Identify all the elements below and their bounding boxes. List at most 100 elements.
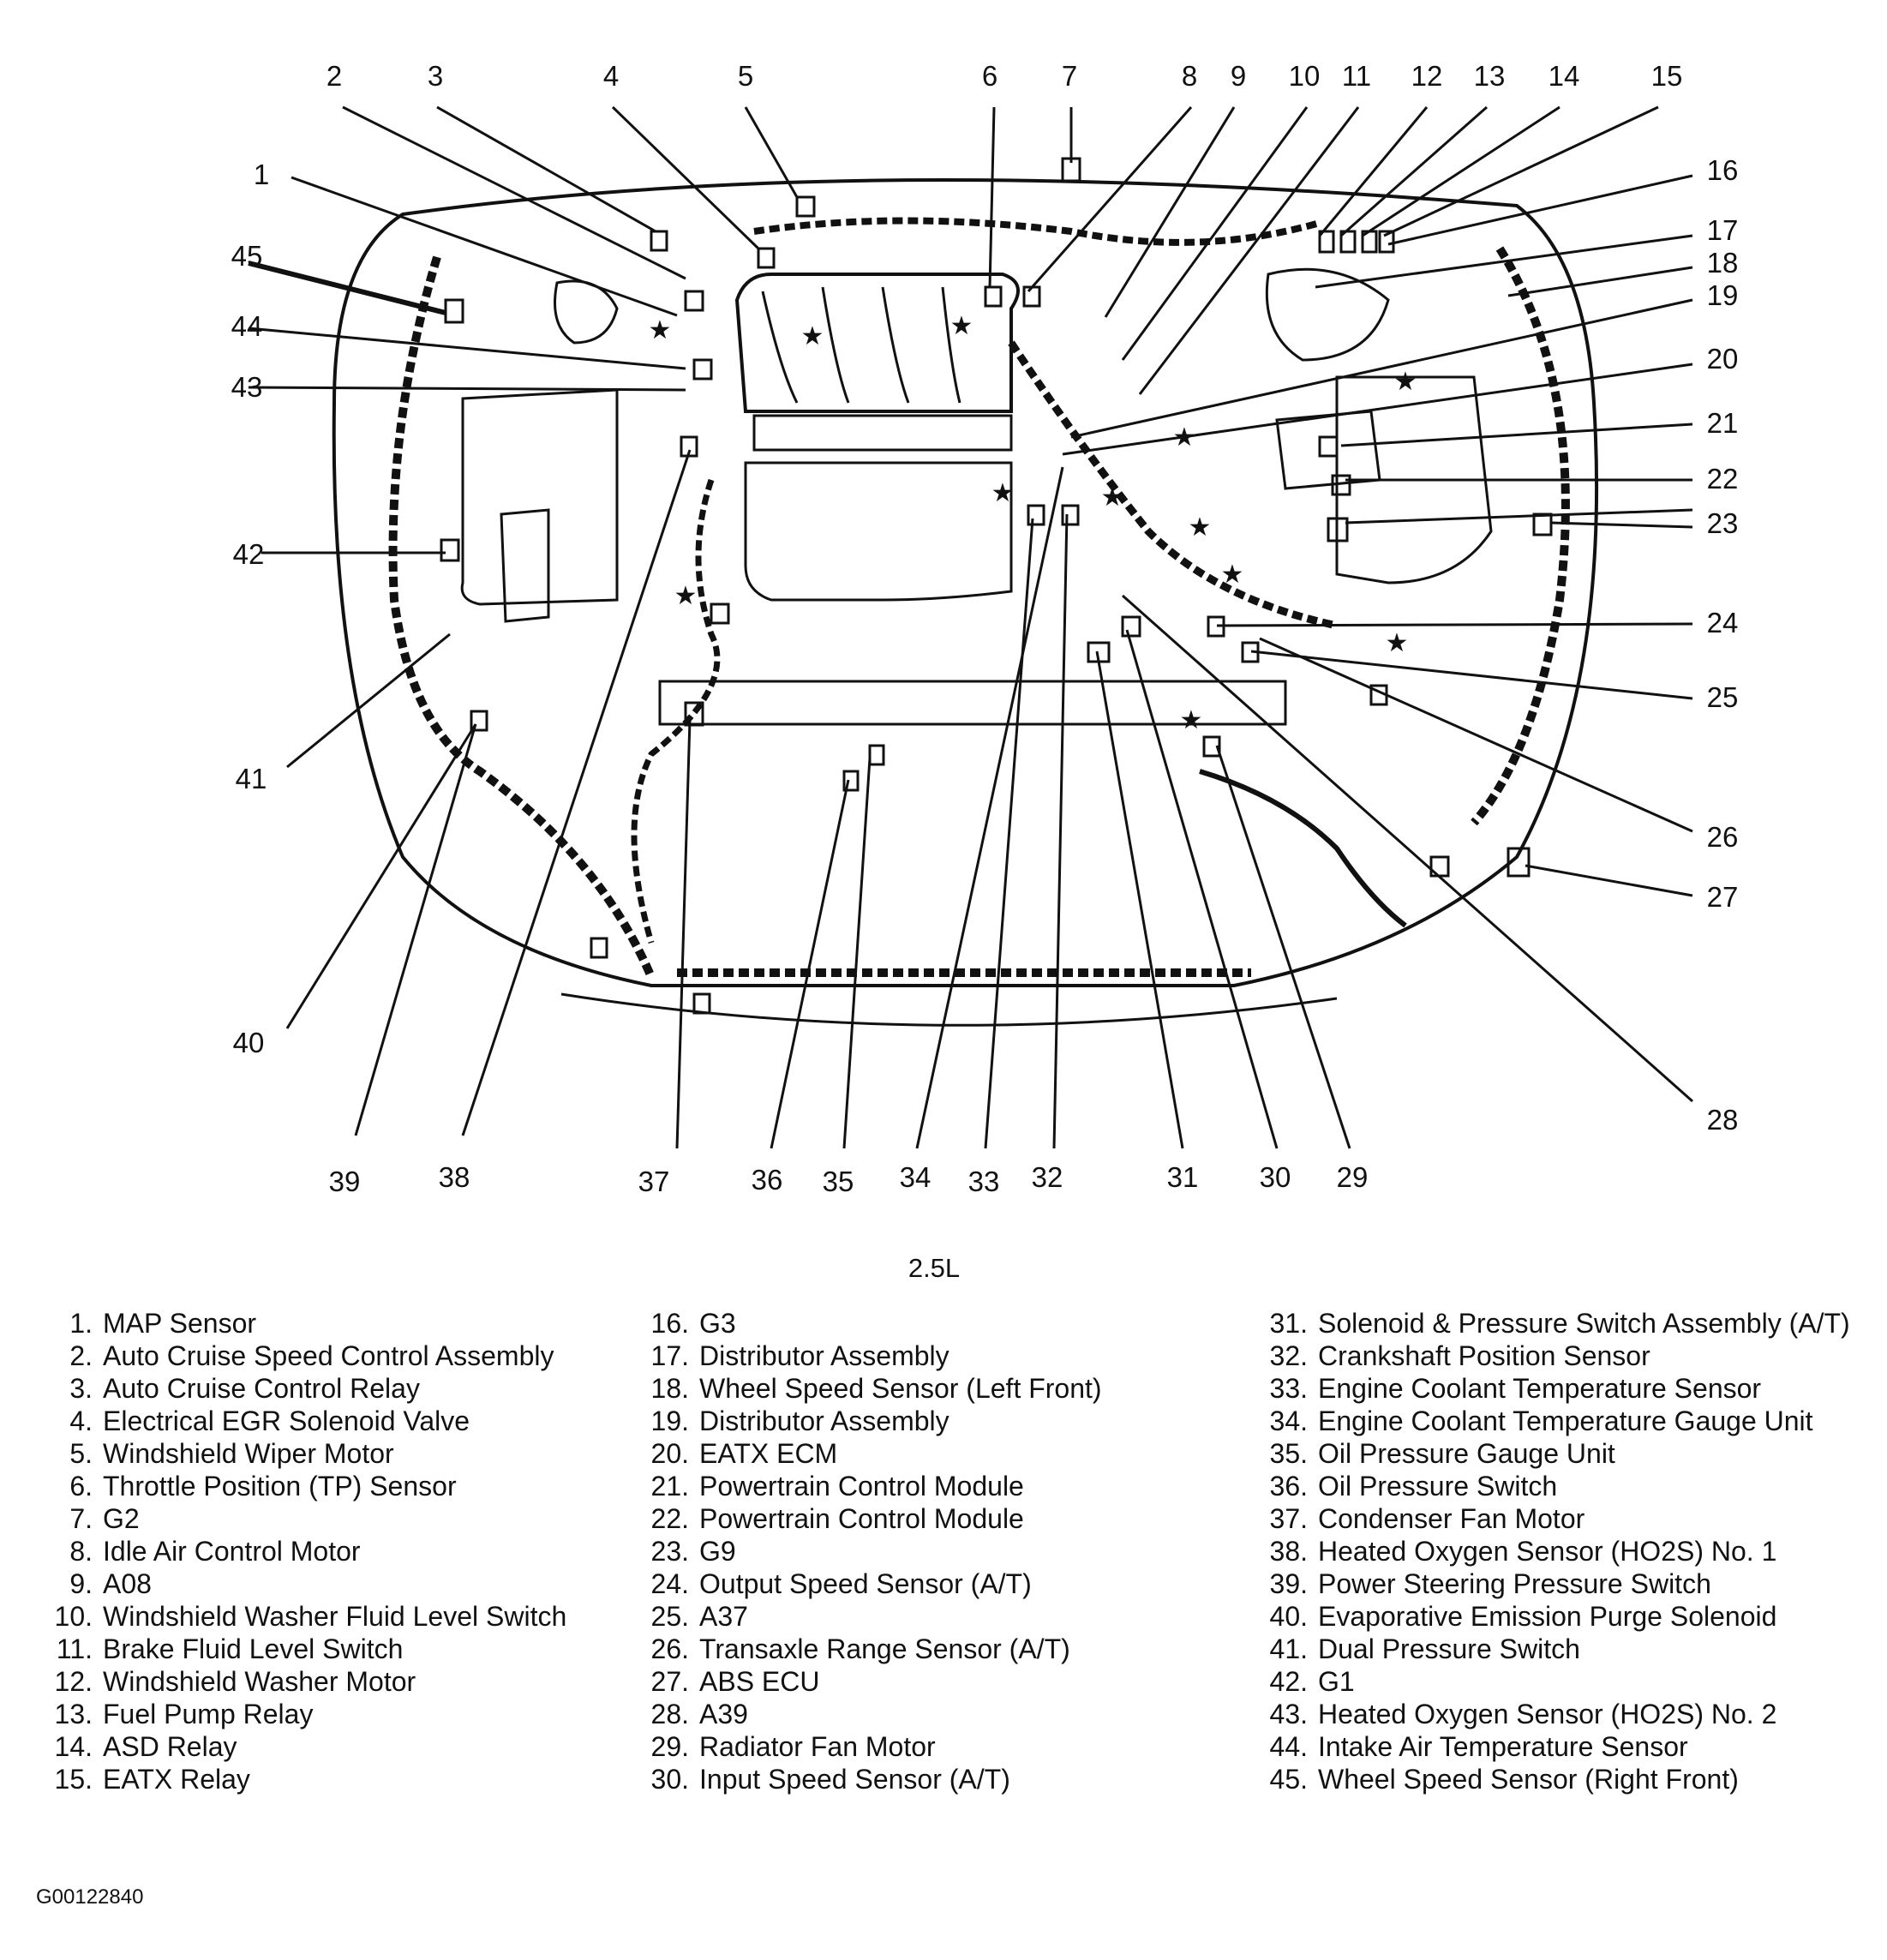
star-marker: ★ [649,316,672,345]
air-cleaner-box [460,388,619,606]
callout-9: 9 [1231,60,1246,92]
callout-3: 3 [428,60,443,92]
callout-18: 18 [1707,247,1739,279]
legend-item-number: 13. [54,1699,93,1729]
legend-item-label: Auto Cruise Control Relay [103,1373,420,1404]
legend-item-label: Electrical EGR Solenoid Valve [103,1406,470,1436]
star-marker: ★ [1180,706,1203,734]
callout-37: 37 [638,1166,670,1197]
star-marker: ★ [1394,368,1417,396]
legend-item-label: Heated Oxygen Sensor (HO2S) No. 1 [1318,1536,1777,1567]
callout-7: 7 [1062,60,1077,92]
legend-item-number: 8. [69,1536,93,1567]
legend-item-label: Auto Cruise Speed Control Assembly [103,1340,554,1371]
legend-item-number: 28. [650,1699,689,1729]
engine-label: 2.5L [908,1253,960,1283]
washer-reservoir [500,508,550,623]
callout-15: 15 [1651,60,1683,92]
callout-11: 11 [1342,60,1371,92]
callout-12: 12 [1411,60,1443,92]
callout-20: 20 [1707,343,1739,375]
legend-item-label: Intake Air Temperature Sensor [1318,1731,1688,1762]
callout-10: 10 [1289,60,1321,92]
legend-item-label: ABS ECU [699,1666,820,1697]
legend-item-label: Windshield Washer Fluid Level Switch [103,1601,567,1632]
callout-14: 14 [1549,60,1580,92]
legend-item-label: Engine Coolant Temperature Sensor [1318,1373,1762,1404]
legend-item-label: A39 [699,1699,748,1729]
legend-item-label: Windshield Wiper Motor [103,1438,394,1469]
legend-item-label: Input Speed Sensor (A/T) [699,1764,1010,1795]
star-marker: ★ [1189,513,1212,542]
connectors [440,157,1553,1015]
callout-33: 33 [968,1166,1000,1197]
legend-item-number: 3. [69,1373,93,1404]
legend-item-number: 39. [1269,1568,1308,1599]
plenum-rail [752,414,1013,452]
callout-32: 32 [1032,1161,1063,1193]
figure-id: G00122840 [36,1885,144,1909]
legend-item-number: 38. [1269,1536,1308,1567]
legend-item-label: G3 [699,1308,736,1339]
legend-item-label: Wheel Speed Sensor (Right Front) [1318,1764,1739,1795]
intake-manifold [734,273,1020,413]
callout-16: 16 [1707,154,1739,186]
legend-item-number: 29. [650,1731,689,1762]
legend-item-number: 15. [54,1764,93,1795]
legend-item-number: 10. [54,1601,93,1632]
legend-item-number: 45. [1269,1764,1308,1795]
legend-item-label: Dual Pressure Switch [1318,1633,1580,1664]
legend-item-label: Windshield Washer Motor [103,1666,416,1697]
legend-item-number: 12. [54,1666,93,1697]
harness-abs [1199,769,1407,928]
star-markers: ★★★★★★★★★★★★ [649,312,1417,734]
callout-40: 40 [233,1027,265,1058]
harness-top [753,217,1321,246]
legend-item-label: Heated Oxygen Sensor (HO2S) No. 2 [1318,1699,1777,1729]
callout-27: 27 [1707,881,1739,913]
legend-item-number: 20. [650,1438,689,1469]
legend-item-label: A08 [103,1568,152,1599]
callout-30: 30 [1260,1161,1291,1193]
legend-item-number: 26. [650,1633,689,1664]
legend-item-number: 42. [1269,1666,1308,1697]
legend-item-number: 18. [650,1373,689,1404]
legend-item-number: 22. [650,1503,689,1534]
callout-41: 41 [236,763,267,794]
legend-item-number: 11. [56,1633,93,1664]
legend-item-label: A37 [699,1601,748,1632]
legend-item-label: Crankshaft Position Sensor [1318,1340,1650,1371]
engine-bay-artwork: ★★★★★★★★★★★★ [332,157,1599,1027]
callout-29: 29 [1337,1161,1369,1193]
legend-item-label: Oil Pressure Switch [1318,1471,1558,1501]
callout-22: 22 [1707,463,1739,494]
harness-center [1008,340,1338,630]
callout-31: 31 [1167,1161,1199,1193]
callout-34: 34 [900,1161,932,1193]
engine-compartment-diagram: ★★★★★★★★★★★★ [231,60,1739,1283]
star-marker: ★ [801,322,824,351]
star-marker: ★ [991,479,1015,507]
callout-6: 6 [982,60,997,92]
legend-item-number: 35. [1269,1438,1308,1469]
callout-numbers: 1 2 3 4 5 6 7 8 9 10 11 12 13 14 15 16 1… [231,60,1739,1197]
legend-item-number: 41. [1269,1633,1308,1664]
front-bumper-line [560,992,1338,1027]
star-marker: ★ [1101,483,1124,512]
star-marker: ★ [1221,560,1244,589]
legend-item-label: Transaxle Range Sensor (A/T) [699,1633,1070,1664]
engine-block [744,461,1013,602]
star-marker: ★ [674,582,698,610]
legend-item-label: Powertrain Control Module [699,1503,1024,1534]
callout-2: 2 [326,60,342,92]
transaxle-housing [1335,375,1493,584]
leader-lines [248,105,1693,1149]
callout-24: 24 [1707,607,1739,638]
legend-item-number: 23. [650,1536,689,1567]
callout-5: 5 [738,60,753,92]
legend-item-number: 5. [69,1438,93,1469]
legend-item-number: 27. [650,1666,689,1697]
callout-26: 26 [1707,821,1739,853]
legend-item-label: Power Steering Pressure Switch [1318,1568,1711,1599]
